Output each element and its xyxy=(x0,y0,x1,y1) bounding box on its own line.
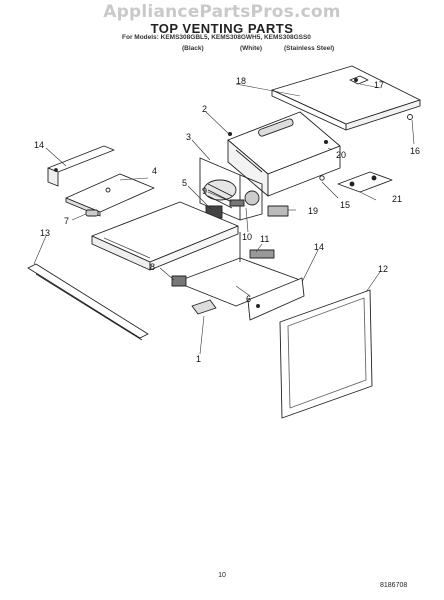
callout-11: 11 xyxy=(260,234,269,244)
callout-14-lower: 14 xyxy=(314,242,324,252)
callout-14-upper: 14 xyxy=(34,140,44,150)
callout-6: 6 xyxy=(246,294,251,304)
part-17-clip xyxy=(349,75,369,85)
part-16-screw xyxy=(407,114,413,120)
part-18-top-panel xyxy=(271,65,421,131)
callout-13: 13 xyxy=(40,228,50,238)
part-7-clip xyxy=(85,209,99,217)
part-4-bracket xyxy=(65,173,155,217)
callout-3: 3 xyxy=(186,132,191,142)
part-15-screw xyxy=(319,175,325,181)
finish-white: (White) xyxy=(240,45,263,52)
callout-16: 16 xyxy=(410,146,420,156)
callout-15: 15 xyxy=(340,200,350,210)
finish-black: (Black) xyxy=(182,45,204,52)
callout-21: 21 xyxy=(392,194,402,204)
part-6-main-tray xyxy=(91,201,301,307)
models-line: For Models: KEMS308GBL5, KEMS308GWH5, KE… xyxy=(122,34,311,41)
part-8-latch xyxy=(171,275,187,287)
page-title: TOP VENTING PARTS xyxy=(150,21,294,36)
callout-19: 19 xyxy=(308,206,318,216)
callout-18: 18 xyxy=(236,76,246,86)
part-19-block xyxy=(267,205,289,217)
callout-7: 7 xyxy=(64,216,69,226)
part-12-back-panel xyxy=(279,289,373,419)
callout-2: 2 xyxy=(202,104,207,114)
callout-20: 20 xyxy=(336,150,346,160)
watermark-text: AppliancePartsPros.com xyxy=(103,2,341,22)
callout-5: 5 xyxy=(182,178,187,188)
leader-lines xyxy=(33,83,415,355)
part-14-bracket-lower xyxy=(247,277,305,321)
callout-17: 17 xyxy=(374,80,384,90)
part-1-fastener xyxy=(191,299,217,315)
callout-9: 9 xyxy=(202,186,207,196)
document-part-code: 8186708 xyxy=(380,582,408,589)
callout-1: 1 xyxy=(196,354,201,364)
part-14-rail-upper xyxy=(47,145,115,187)
page-number: 10 xyxy=(218,572,226,579)
part-21-bracket xyxy=(337,171,393,193)
part-11-terminal xyxy=(249,249,275,259)
finish-stainless: (Stainless Steel) xyxy=(284,45,335,52)
callout-10: 10 xyxy=(242,232,252,242)
callout-4: 4 xyxy=(152,166,157,176)
callout-8: 8 xyxy=(150,262,155,272)
part-13-long-rail xyxy=(27,263,149,341)
callout-12: 12 xyxy=(378,264,388,274)
